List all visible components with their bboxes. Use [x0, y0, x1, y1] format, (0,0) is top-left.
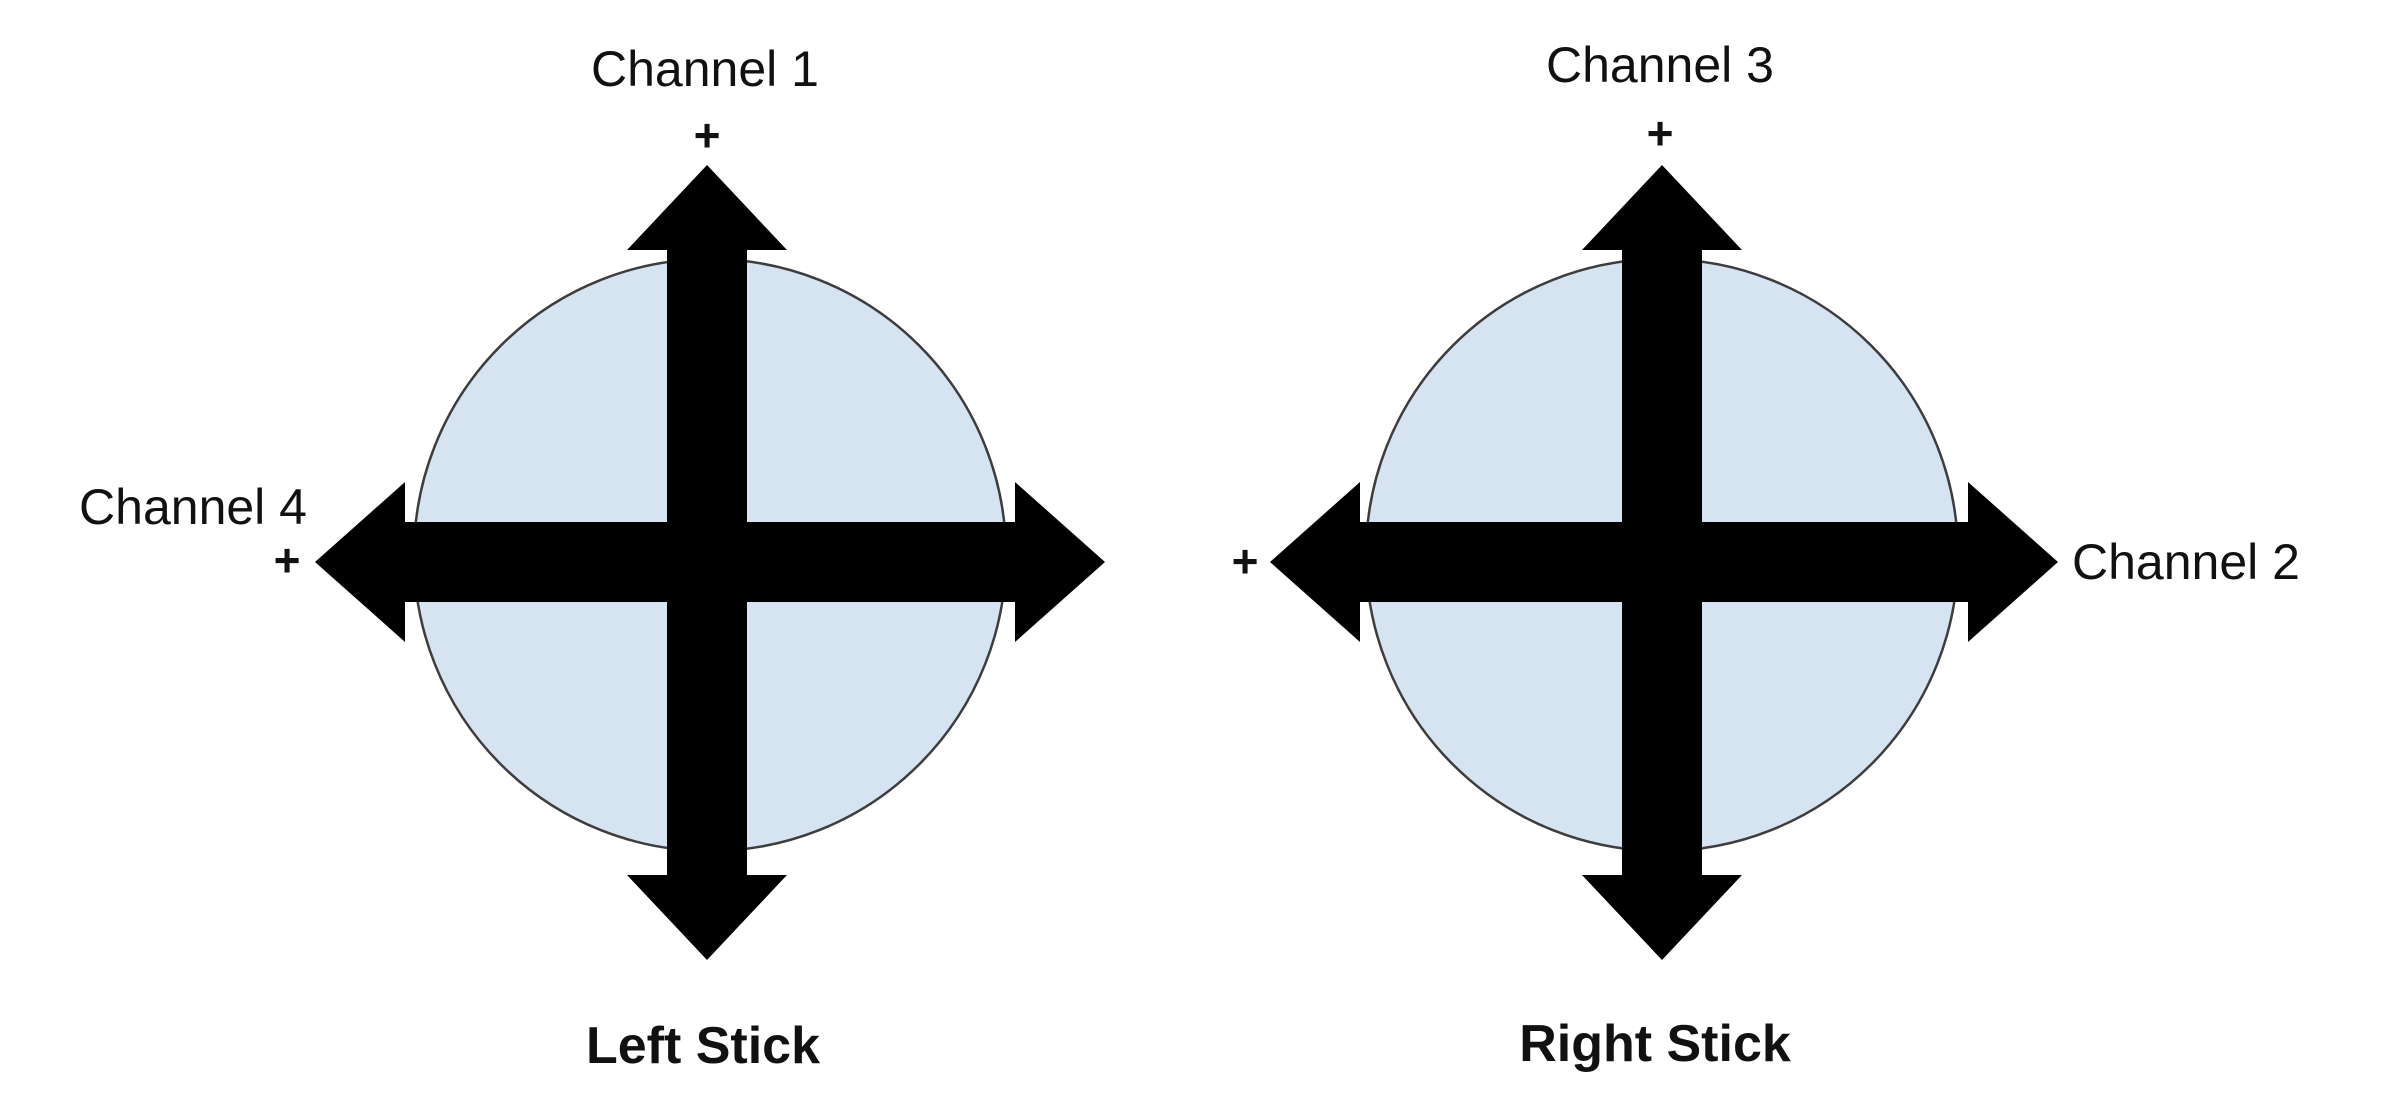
- right-stick-horizontal-plus-sign: +: [1231, 535, 1259, 587]
- right-stick-horizontal-channel-label: Channel 2: [2072, 534, 2300, 590]
- right-stick-title: Right Stick: [1519, 1015, 1791, 1073]
- right-stick-left-right-arrow-icon: [1270, 482, 2058, 642]
- left-stick-vertical-channel-label: Channel 1: [591, 41, 819, 97]
- left-stick-horizontal-channel-label: Channel 4: [79, 479, 307, 535]
- left-stick-vertical-plus-sign: +: [693, 109, 721, 161]
- left-stick-left-right-arrow-icon: [315, 482, 1105, 642]
- left-stick-horizontal-plus-sign: +: [273, 534, 301, 586]
- left-stick-figure: [315, 165, 1105, 960]
- right-stick-figure: [1270, 165, 2058, 960]
- right-stick-vertical-channel-label: Channel 3: [1546, 37, 1774, 93]
- right-stick-vertical-plus-sign: +: [1646, 107, 1674, 159]
- left-stick-title: Left Stick: [585, 1017, 821, 1075]
